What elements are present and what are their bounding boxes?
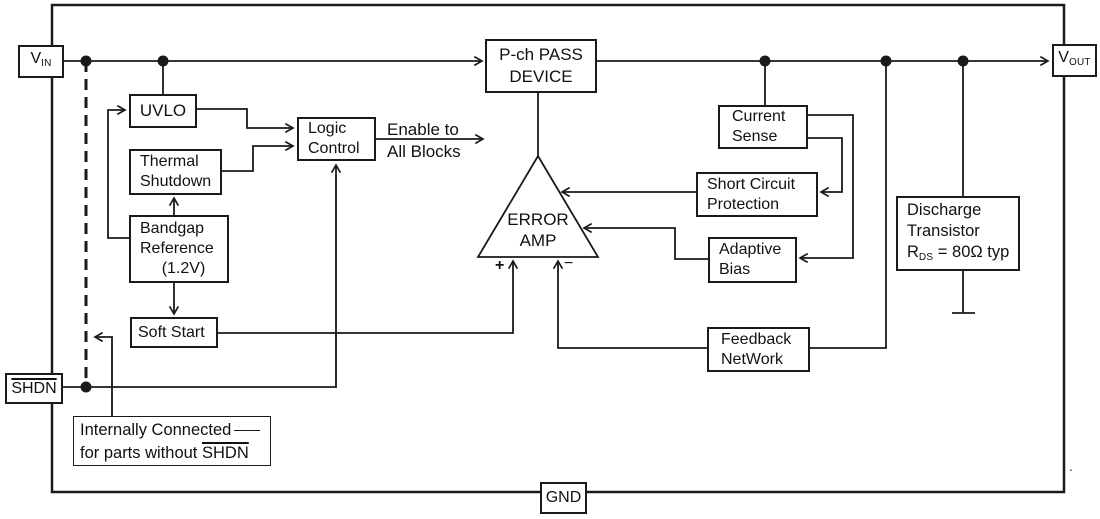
error-amp-minus-sign: − [564,255,574,272]
block-current-sense: Current Sense [718,105,808,149]
note-line1: Internally Connected [80,419,264,442]
wire-thermal-to-logic [222,140,295,172]
wire-bandgap-to-uvlo [107,104,129,239]
wire-adaptivebias-to-erroramp [582,222,708,260]
pin-vin: VIN [18,45,64,78]
error-amp-triangle [476,154,600,258]
junction-dot [880,55,892,67]
junction-dot [80,381,92,393]
wire-shdn-to-logic [63,163,342,388]
pin-vin-label: VIN [30,50,52,69]
error-amp-plus-sign: + [495,257,505,274]
block-bandgap-reference: Bandgap Reference (1.2V) [129,215,229,283]
wire-note-pointer [93,331,113,416]
block-short-circuit-protection: Short Circuit Protection [696,172,818,217]
enable-annotation-line2: All Blocks [387,142,461,161]
wire-discharge-to-ground [952,271,975,314]
wire-softstart-to-plus-input [218,259,519,334]
pin-shdn-label: SHDN [11,379,57,397]
block-adaptive-bias: Adaptive Bias [708,237,797,283]
pin-vout-label: VOUT [1058,49,1091,68]
junction-dot [759,55,771,67]
junction-dot [957,55,969,67]
pin-gnd-label: GND [545,489,582,506]
wire-currentsense-to-adaptivebias [798,114,854,264]
block-thermal-shutdown: Thermal Shutdown [129,149,222,195]
wire-currentsense-to-shortcircuit [808,137,843,198]
overline-artifact [234,430,261,431]
pin-vout: VOUT [1052,44,1097,77]
discharge-rds-value: RDS = 80Ω typ [907,242,1010,263]
wire-uvlo-to-logic [197,108,295,134]
block-logic-control: Logic Control [297,117,376,161]
note-line2: for parts without SHDN [80,444,249,462]
block-pass-device: P-ch PASS DEVICE [485,39,597,93]
internal-connection-note: Internally Connected for parts without S… [73,416,271,466]
error-amp-label: ERROR AMP [507,210,569,250]
pin-gnd: GND [540,482,587,514]
stray-mark: . [1069,458,1073,474]
wire-feedback-to-minus-input [552,259,707,349]
block-uvlo: UVLO [129,94,197,128]
block-feedback-network: Feedback NetWork [707,327,810,372]
junction-dot [80,55,92,67]
wire-feedback-to-vout [810,61,887,349]
block-discharge-transistor: Discharge Transistor RDS = 80Ω typ [896,196,1020,271]
pin-shdn: SHDN [5,373,63,404]
junction-dot [157,55,169,67]
block-soft-start: Soft Start [130,317,218,348]
enable-annotation-line1: Enable to [387,120,459,139]
